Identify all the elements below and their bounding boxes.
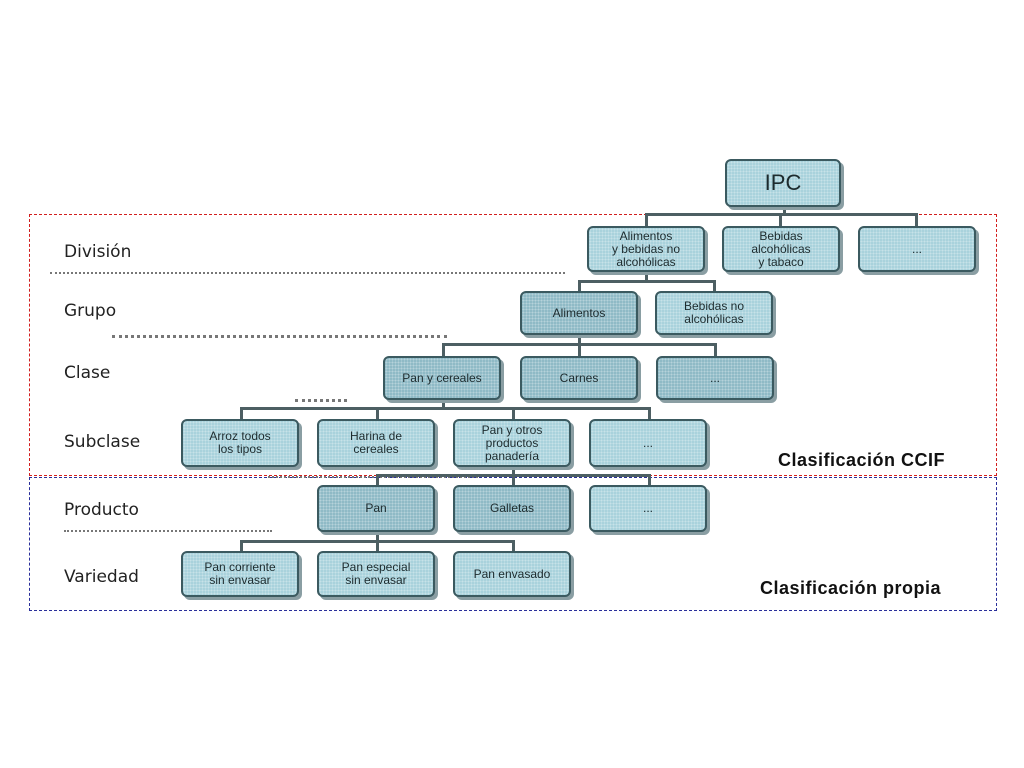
connector [714,343,717,357]
node-variedad-envasado: Pan envasado [453,551,571,597]
node-subclase-more: ... [589,419,707,467]
level-variedad-label: Variedad [64,567,139,587]
connector [578,343,581,357]
node-subclase-pan-otros: Pan y otros productos panadería [453,419,571,467]
node-subclase-arroz: Arroz todos los tipos [181,419,299,467]
connector [578,280,715,283]
node-producto-pan: Pan [317,485,435,532]
node-ipc: IPC [725,159,841,207]
connector [713,280,716,292]
node-producto-more: ... [589,485,707,532]
node-label: ... [911,241,922,256]
node-label: ... [709,370,720,385]
node-division-more: ... [858,226,976,272]
node-grupo-bebidas: Bebidas no alcohólicas [655,291,773,335]
separator-subclase [268,476,478,478]
connector [240,407,243,420]
separator-clase [295,399,347,402]
node-clase-more: ... [656,356,774,400]
level-clase-label: Clase [64,363,111,383]
separator-division [50,272,565,274]
level-producto-label: Producto [64,500,139,520]
node-label: Arroz todos los tipos [209,429,271,456]
connector [645,270,648,282]
connector [512,474,515,486]
classification-ccif-title: Clasificación CCIF [778,450,946,470]
connector [512,540,515,552]
node-label: Carnes [559,370,599,385]
node-producto-galletas: Galletas [453,485,571,532]
connector [376,540,379,552]
node-label: Bebidas alcohólicas y tabaco [751,228,811,269]
connector [376,407,379,420]
connector [779,213,782,227]
node-label: Pan y cereales [402,370,482,385]
node-label: Harina de cereales [349,429,403,456]
node-label: Alimentos [552,305,606,320]
connector [648,474,651,486]
connector [240,407,650,410]
level-grupo-label: Grupo [64,301,117,321]
connector [442,400,445,409]
node-subclase-harina: Harina de cereales [317,419,435,467]
node-label: ... [642,501,653,515]
connector [376,474,379,486]
node-label: Pan envasado [473,566,551,581]
node-division-bebidas-alcoholicas: Bebidas alcohólicas y tabaco [722,226,840,272]
connector [645,213,648,227]
node-variedad-corriente: Pan corriente sin envasar [181,551,299,597]
connector [648,407,651,420]
node-label: Pan corriente sin envasar [204,560,276,587]
node-label: Pan [365,501,387,515]
node-label: Pan especial sin envasar [341,560,411,587]
connector [915,213,918,227]
node-clase-pan-cereales: Pan y cereales [383,356,501,400]
node-clase-carnes: Carnes [520,356,638,400]
node-label: Bebidas no alcohólicas [683,299,745,326]
connector [376,532,379,542]
connector [578,334,581,345]
connector [578,280,581,292]
separator-grupo [112,335,447,338]
node-ipc-label: IPC [764,170,802,195]
node-division-alimentos: Alimentos y bebidas no alcohólicas [587,226,705,272]
node-label: Alimentos y bebidas no alcohólicas [611,228,681,269]
node-label: Pan y otros productos panadería [481,422,543,463]
separator-producto [64,530,272,532]
connector [512,467,515,476]
node-grupo-alimentos: Alimentos [520,291,638,335]
connector [783,207,786,215]
connector [442,343,445,357]
node-variedad-especial: Pan especial sin envasar [317,551,435,597]
level-division-label: División [64,242,132,262]
classification-propia-title: Clasificación propia [760,578,942,598]
connector [512,407,515,420]
level-subclase-label: Subclase [64,432,141,452]
connector [240,540,243,552]
node-label: Galletas [489,501,535,515]
node-label: ... [642,435,653,450]
